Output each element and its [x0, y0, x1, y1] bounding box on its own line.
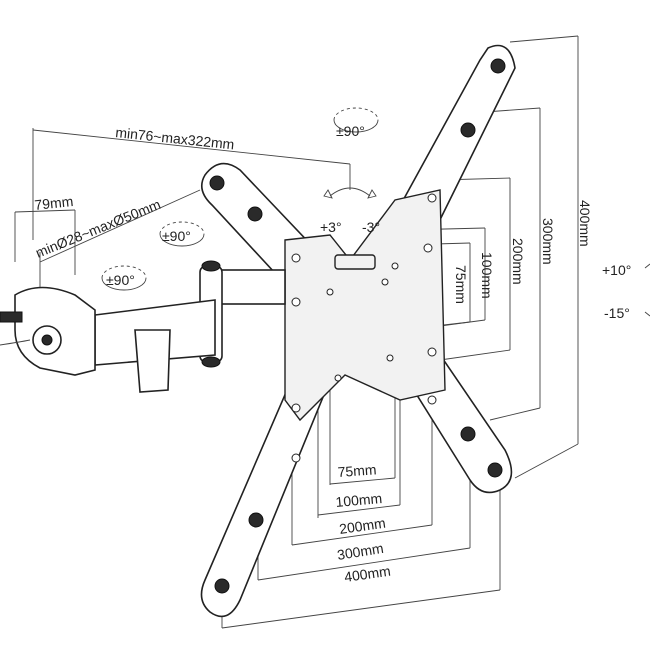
height-75-label: 75mm	[453, 265, 469, 304]
arm-length-label: min76~max322mm	[115, 124, 235, 152]
tilt-down-label: -15°	[604, 305, 630, 321]
rotate-arm-arrow-icon	[159, 233, 205, 247]
tilt-arc-icon	[329, 187, 371, 197]
width-200-label: 200mm	[338, 515, 386, 537]
height-200-label: 200mm	[510, 238, 526, 285]
height-400-label: 400mm	[577, 200, 593, 247]
width-100-label: 100mm	[335, 490, 383, 510]
width-75-label: 75mm	[337, 461, 377, 480]
width-400-label: 400mm	[343, 563, 391, 585]
clamp-width-label: 79mm	[34, 193, 74, 213]
rotate-arm-label: ±90°	[162, 228, 191, 244]
tilt-up-arrow-icon	[644, 263, 650, 269]
vesa-plate	[200, 44, 516, 618]
rotate-top-arrow-icon	[333, 119, 379, 133]
rotate-top-label: ±90°	[336, 123, 365, 139]
width-300-label: 300mm	[336, 540, 385, 563]
height-300-label: 300mm	[540, 218, 556, 265]
tilt-up-label: +10°	[602, 262, 631, 278]
tilt-minus-label: -3°	[362, 219, 380, 235]
tilt-down-arrow-icon	[644, 311, 650, 317]
pole-clamp	[0, 286, 96, 376]
rotation-arrows	[101, 107, 379, 291]
height-100-label: 100mm	[479, 252, 495, 299]
tilt-plus-label: +3°	[320, 219, 342, 235]
rotate-clamp-label: ±90°	[106, 272, 135, 288]
swing-arm	[94, 260, 286, 393]
rotate-clamp-arrow-icon	[101, 277, 147, 291]
tilt-indicator	[644, 263, 650, 317]
